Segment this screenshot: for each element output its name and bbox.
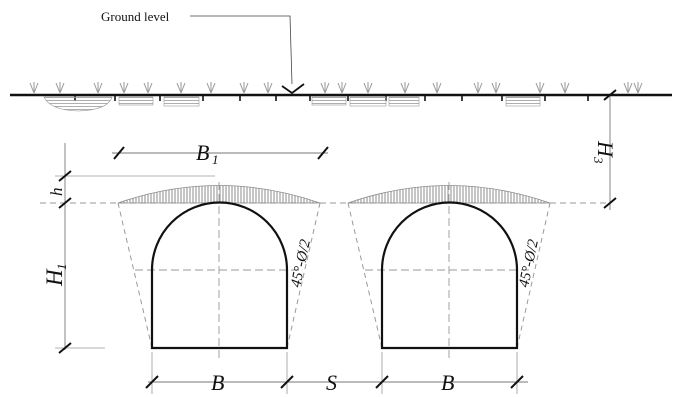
left-vertical-dimension: h H 1 — [42, 143, 215, 354]
s-label: S — [326, 370, 337, 395]
grass-icon — [206, 82, 216, 94]
grass-icon — [143, 82, 153, 94]
b1-dimension: B 1 — [112, 140, 329, 167]
grass-icon — [320, 82, 330, 94]
bottom-dimensions: B S B — [145, 352, 528, 395]
grass-icon — [263, 82, 273, 94]
sliding-wedge-lines — [117, 202, 551, 349]
centerlines — [135, 182, 530, 358]
soil-patch — [388, 96, 420, 107]
angle-label-right: 45°-Ø/2 — [516, 238, 542, 289]
soil-patch — [311, 96, 347, 106]
grass-icon — [473, 82, 483, 94]
grass-icon — [239, 82, 249, 94]
grass-icon — [337, 82, 347, 94]
grass-icon — [432, 82, 442, 94]
h1-label: H — [42, 268, 67, 287]
soil-patch — [118, 96, 154, 106]
b1-subscript: 1 — [212, 152, 219, 167]
grass-icon — [633, 82, 643, 94]
soil-patches — [43, 96, 541, 112]
grass-icon — [535, 82, 545, 94]
soil-patch — [349, 96, 387, 107]
tunnel-right — [380, 201, 519, 350]
h3-subscript: 3 — [591, 156, 606, 164]
grass-icon — [176, 82, 186, 94]
grass-icon — [623, 82, 633, 94]
grass-tufts — [29, 82, 643, 94]
h-label: h — [47, 188, 66, 197]
ground-tick-marks — [74, 95, 589, 101]
tunnel-left — [150, 201, 289, 350]
grass-icon — [93, 82, 103, 94]
grass-icon — [560, 82, 570, 94]
grass-icon — [29, 82, 39, 94]
soil-patch — [505, 96, 541, 107]
b-right-label: B — [441, 370, 454, 395]
ground-level-annotation: Ground level — [101, 9, 305, 95]
soil-patch — [43, 96, 113, 112]
soil-patch — [163, 96, 200, 107]
b-left-label: B — [211, 370, 224, 395]
grass-icon — [119, 82, 129, 94]
grass-icon — [55, 82, 65, 94]
ground-level-label: Ground level — [101, 9, 170, 24]
h1-subscript: 1 — [54, 264, 69, 271]
ground-level-leader-line — [190, 15, 293, 85]
h3-label: H — [593, 140, 618, 158]
ground-level-marker-icon — [281, 83, 305, 95]
h3-dimension: H 3 — [591, 89, 618, 210]
grass-icon — [363, 82, 373, 94]
grass-icon — [491, 82, 501, 94]
angle-label-left: 45°-Ø/2 — [288, 238, 314, 289]
grass-icon — [400, 82, 410, 94]
b1-label: B — [196, 140, 209, 165]
